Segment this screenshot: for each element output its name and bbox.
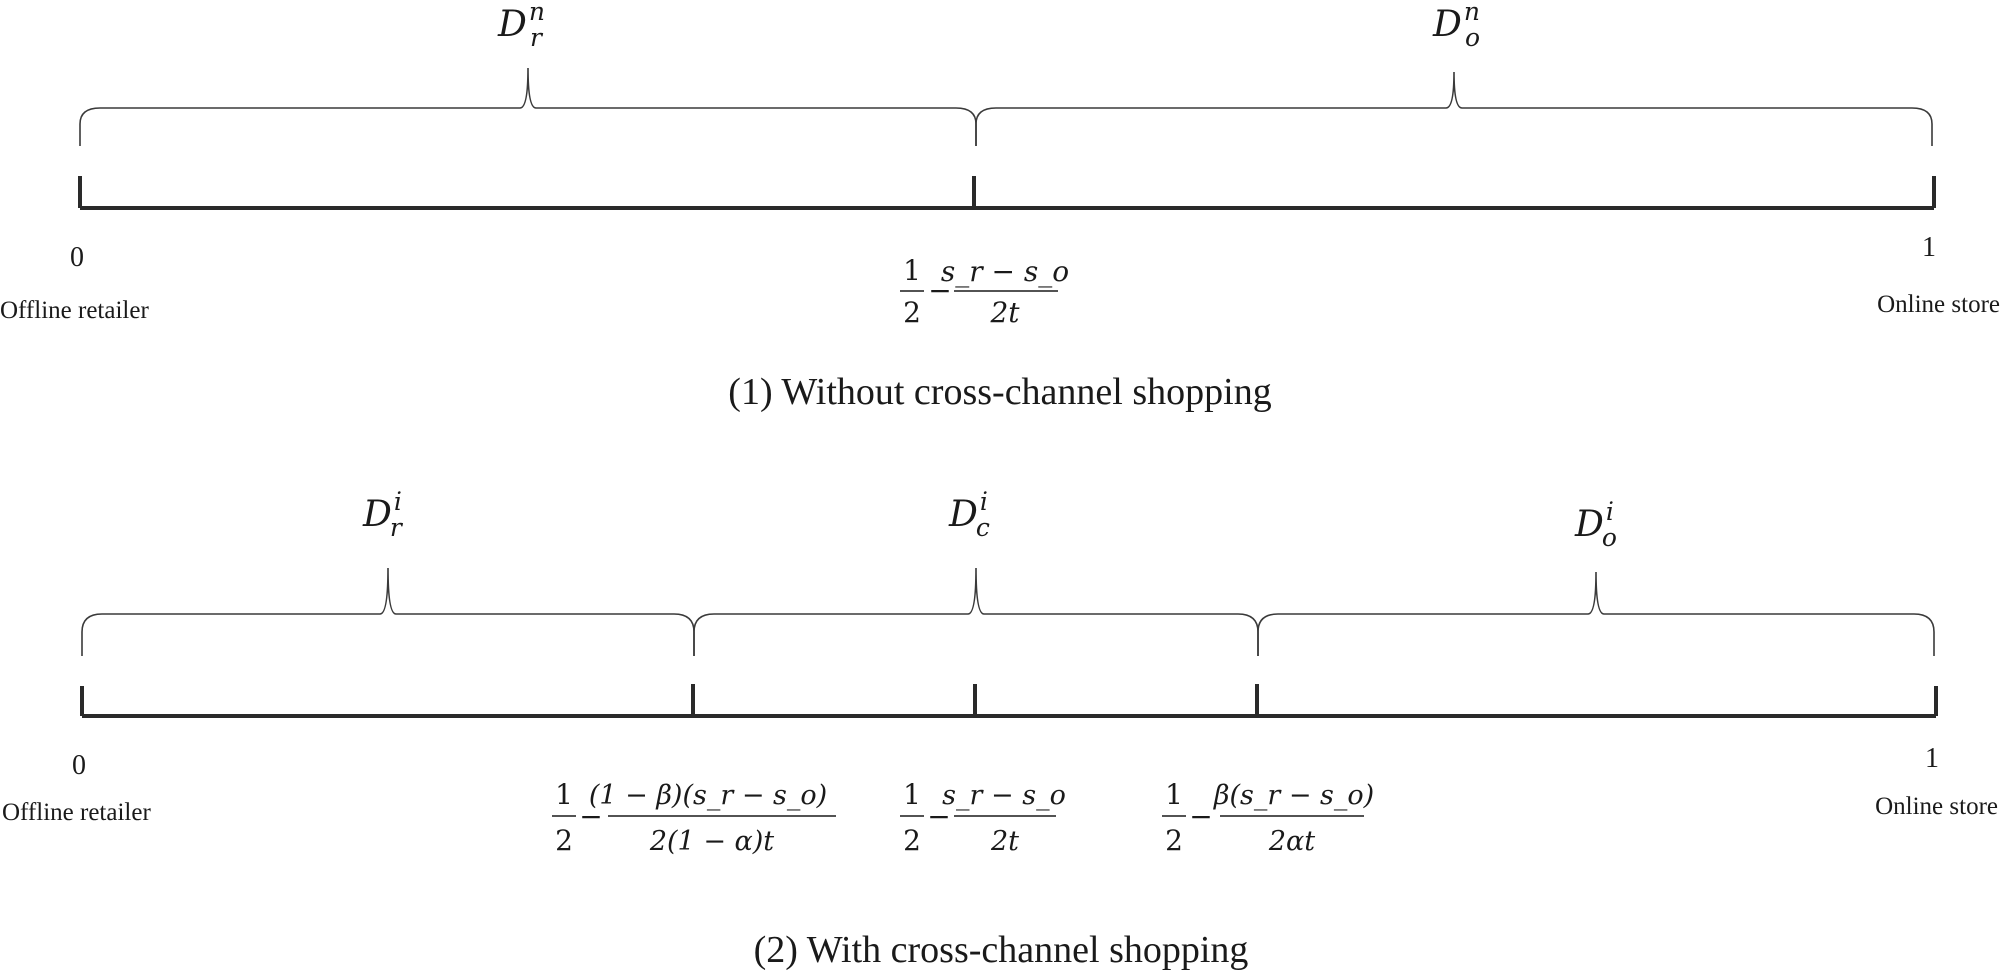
label-online-store: Online store: [1875, 793, 1998, 820]
fraction-denominator: 2t: [990, 826, 1019, 857]
axis-value-zero: 0: [70, 242, 84, 273]
fraction-half-denominator: 2: [1165, 824, 1183, 857]
minus-sign: −: [927, 800, 950, 833]
threshold-formula-low: 1 2 − (1 − β)(s_r − s_o) 2(1 − α)t: [552, 778, 836, 857]
fraction-half-denominator: 2: [903, 296, 921, 329]
fraction-half-numerator: 1: [1165, 778, 1183, 811]
fraction-numerator: s_r − s_o: [942, 780, 1066, 811]
threshold-formula-high: 1 2 − β(s_r − s_o) 2αt: [1162, 778, 1374, 857]
fraction-half-numerator: 1: [903, 778, 921, 811]
fraction-numerator: s_r − s_o: [941, 255, 1069, 288]
fraction-denominator: 2(1 − α)t: [649, 826, 774, 857]
fraction-half-denominator: 2: [555, 824, 573, 857]
minus-sign: −: [579, 800, 602, 833]
label-online-store: Online store: [1877, 291, 2000, 318]
threshold-formula-mid: 1 2 − s_r − s_o 2t: [900, 778, 1066, 857]
panel-caption: (2) With cross-channel shopping: [754, 929, 1249, 971]
axis-value-zero: 0: [72, 750, 86, 781]
minus-sign: −: [1189, 800, 1212, 833]
brace-online-segment: [1257, 571, 1935, 656]
brace-cross-channel-segment: [693, 567, 1259, 656]
axis-value-one: 1: [1922, 232, 1936, 263]
fraction-numerator: (1 − β)(s_r − s_o): [589, 780, 827, 811]
panel-caption: (1) Without cross-channel shopping: [728, 371, 1271, 413]
fraction-denominator: 2αt: [1268, 826, 1315, 857]
minus-sign: −: [928, 274, 951, 307]
fraction-half-numerator: 1: [903, 254, 921, 287]
fraction-denominator: 2t: [989, 296, 1020, 329]
label-offline-retailer: Offline retailer: [2, 799, 151, 826]
brace-offline-segment: [81, 567, 695, 656]
brace-online-segment: [975, 71, 1933, 146]
axis-value-one: 1: [1925, 743, 1939, 774]
brace-offline-segment: [79, 67, 977, 146]
fraction-half-numerator: 1: [555, 778, 573, 811]
threshold-formula: 1 2 − s_r − s_o 2t: [900, 254, 1069, 329]
fraction-half-denominator: 2: [903, 824, 921, 857]
label-offline-retailer: Offline retailer: [0, 297, 149, 324]
fraction-numerator: β(s_r − s_o): [1213, 780, 1374, 811]
